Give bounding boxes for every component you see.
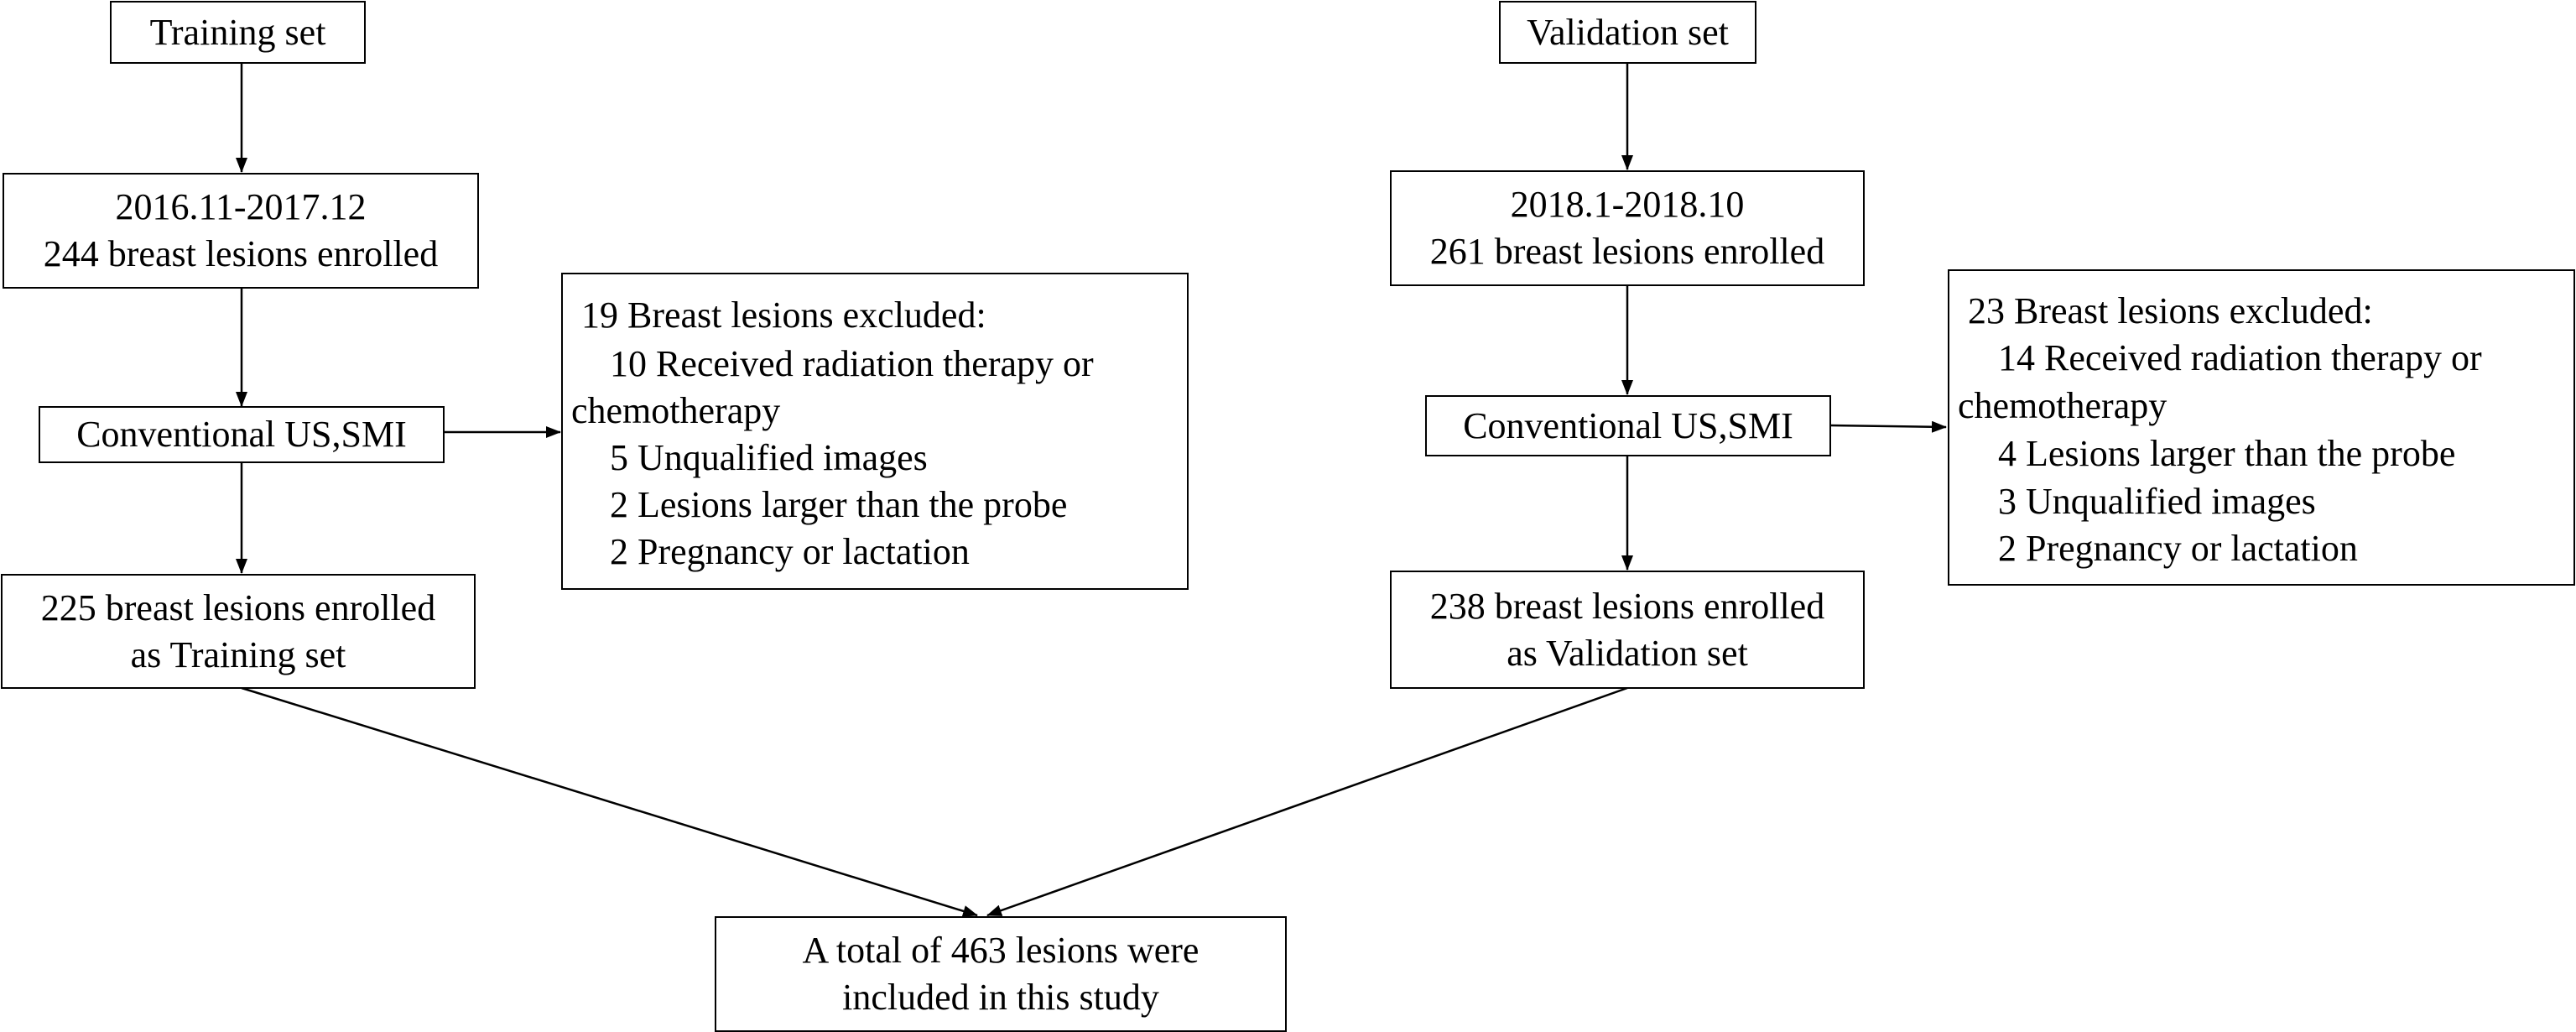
validation-exclusion-item: 2 Pregnancy or lactation <box>1998 528 2358 569</box>
training-period-box: 2016.11-2017.12 244 breast lesions enrol… <box>3 173 479 289</box>
arrow-validation-to-total <box>986 686 1628 917</box>
training-exclusion-item: chemotherapy <box>571 390 781 431</box>
validation-final-line1: 238 breast lesions enrolled <box>1429 585 1825 627</box>
training-final-line1: 225 breast lesions enrolled <box>40 586 436 628</box>
total-box: A total of 463 lesions were included in … <box>715 916 1287 1032</box>
training-header-label: Training set <box>149 11 326 53</box>
validation-exclusion-item: 3 Unqualified images <box>1998 481 2316 522</box>
validation-header-box: Validation set <box>1499 1 1756 64</box>
validation-final-box: 238 breast lesions enrolled as Validatio… <box>1390 571 1865 689</box>
total-line2: included in this study <box>842 977 1159 1018</box>
training-header-box: Training set <box>110 1 366 64</box>
training-exclusion-item: 2 Lesions larger than the probe <box>610 484 1068 525</box>
validation-exclusion-item: 4 Lesions larger than the probe <box>1998 433 2456 474</box>
training-method-box: Conventional US,SMI <box>39 406 445 463</box>
validation-final-line2: as Validation set <box>1507 632 1748 674</box>
validation-exclusion-title: 23 Breast lesions excluded: <box>1968 290 2373 331</box>
training-exclusion-item: 10 Received radiation therapy or <box>610 343 1094 384</box>
training-method-label: Conventional US,SMI <box>76 414 407 455</box>
training-final-box: 225 breast lesions enrolled as Training … <box>1 574 476 689</box>
training-final-line2: as Training set <box>130 633 346 675</box>
validation-exclusion-item: chemotherapy <box>1958 385 2167 426</box>
validation-exclusion-box: 23 Breast lesions excluded: 14 Received … <box>1948 269 2575 586</box>
arrow-training-to-total <box>241 686 978 917</box>
validation-method-label: Conventional US,SMI <box>1463 404 1793 446</box>
validation-header-label: Validation set <box>1527 11 1729 53</box>
training-exclusion-title: 19 Breast lesions excluded: <box>581 294 986 336</box>
validation-exclusion-item: 14 Received radiation therapy or <box>1998 337 2482 378</box>
validation-enrolled-label: 261 breast lesions enrolled <box>1429 231 1825 272</box>
training-exclusion-item: 5 Unqualified images <box>610 437 928 478</box>
training-enrolled-label: 244 breast lesions enrolled <box>43 233 439 274</box>
validation-method-box: Conventional US,SMI <box>1425 395 1831 456</box>
validation-period-box: 2018.1-2018.10 261 breast lesions enroll… <box>1390 170 1865 286</box>
validation-period-label: 2018.1-2018.10 <box>1510 184 1745 225</box>
training-exclusion-item: 2 Pregnancy or lactation <box>610 531 970 572</box>
arrow-validation-method-to-exclusion <box>1829 420 1947 433</box>
training-exclusion-box: 19 Breast lesions excluded: 10 Received … <box>561 273 1189 590</box>
training-period-label: 2016.11-2017.12 <box>115 186 367 227</box>
total-line1: A total of 463 lesions were <box>802 930 1200 971</box>
